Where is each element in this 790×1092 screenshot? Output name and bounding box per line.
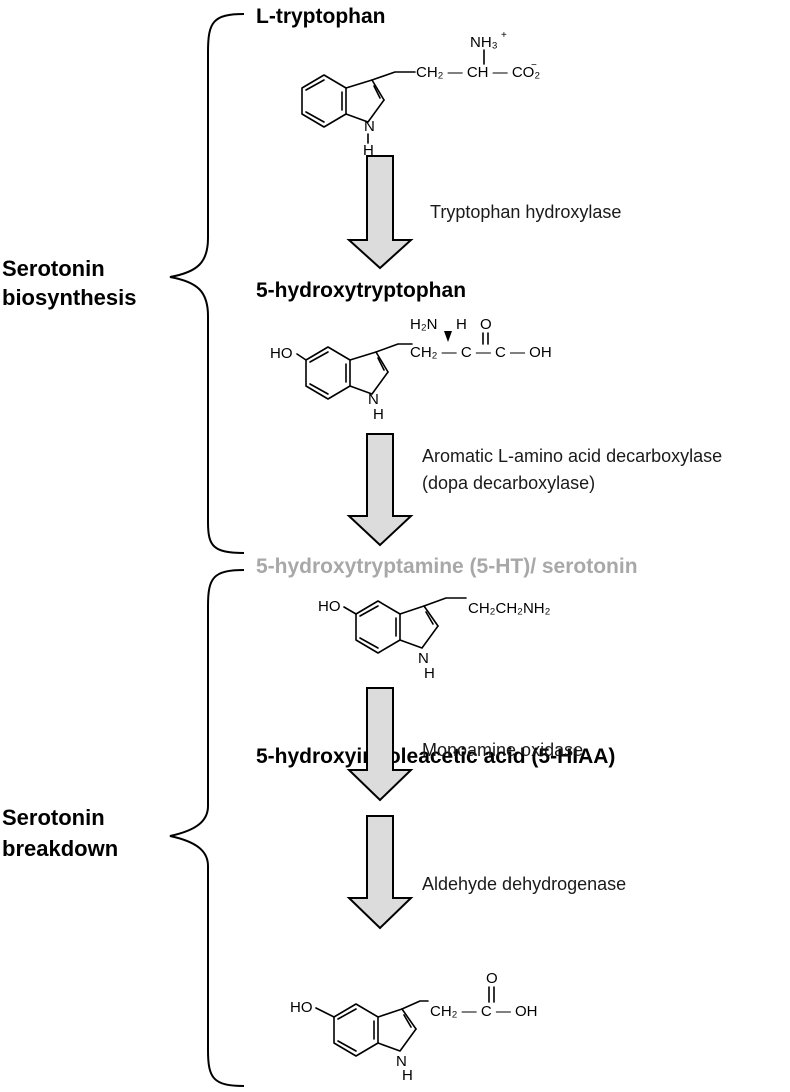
enzyme-tryptophan-hydroxylase: Tryptophan hydroxylase (430, 202, 621, 222)
breakdown-label-line1: Serotonin (2, 805, 105, 830)
arrow-dehydrogenation (346, 815, 414, 930)
htp-side-chain: CH₂ — C — C — OH (410, 344, 552, 361)
breakdown-brace (169, 569, 245, 1087)
htp-n: N (368, 391, 379, 408)
enzyme-monoamine-oxidase: Monoamine oxidase (422, 740, 583, 760)
trp-amine: NH₃ (470, 34, 498, 51)
htp-o: O (480, 316, 492, 333)
enzyme-aadc-line1: Aromatic L-amino acid decarboxylase (422, 446, 722, 466)
htp-ho: HO (270, 345, 293, 362)
sero-nh: H (424, 665, 435, 682)
structure-serotonin: HO CH₂CH₂NH₂ N H (318, 597, 551, 682)
biosynthesis-brace (169, 13, 245, 554)
trp-n: N (364, 118, 375, 135)
breakdown-label-line2: breakdown (2, 836, 118, 861)
htp-amine: H₂N (410, 316, 438, 333)
biosynthesis-label-line1: Serotonin (2, 256, 105, 281)
trp-side-chain: CH₂ — CH — CO₂ (416, 64, 540, 81)
enzyme-aadc-line2: (dopa decarboxylase) (422, 473, 595, 493)
trp-charge-pos: + (501, 30, 507, 41)
structure-l-tryptophan: CH₂ — CH — CO₂ − NH₃ + N H (301, 30, 540, 159)
biosynthesis-label-line2: biosynthesis (2, 285, 136, 310)
compound-name-5-hiaa: 5-hydroxyindoleacetic acid (5-HIAA) (256, 745, 615, 768)
hiaa-o: O (486, 970, 498, 987)
htp-h: H (456, 316, 467, 333)
htp-nh: H (373, 406, 384, 423)
arrow-decarboxylation (346, 433, 414, 547)
compound-name-serotonin: 5-hydroxytryptamine (5-HT)/ serotonin (256, 555, 638, 578)
structure-5-hydroxytryptophan: HO CH₂ — C — C — OH H₂N H O N H (270, 316, 552, 423)
compound-name-5-hydroxytryptophan: 5-hydroxytryptophan (256, 279, 466, 302)
arrow-oxidation (346, 687, 414, 802)
compound-name-l-tryptophan: L-tryptophan (256, 5, 385, 28)
enzyme-aldehyde-dehydrogenase: Aldehyde dehydrogenase (422, 874, 626, 894)
sero-n: N (418, 650, 429, 667)
hiaa-n: N (396, 1053, 407, 1070)
sero-ho: HO (318, 598, 341, 615)
sero-side-chain: CH₂CH₂NH₂ (468, 600, 551, 617)
trp-nh: H (363, 142, 374, 159)
hiaa-nh: H (402, 1067, 413, 1084)
hiaa-side-chain: CH₂ — C — OH (430, 1003, 538, 1020)
arrow-hydroxylation (346, 155, 414, 270)
structure-5-hiaa: HO CH₂ — C — OH O N H (290, 970, 538, 1084)
hiaa-ho: HO (290, 999, 313, 1016)
trp-charge-neg: − (531, 60, 537, 71)
